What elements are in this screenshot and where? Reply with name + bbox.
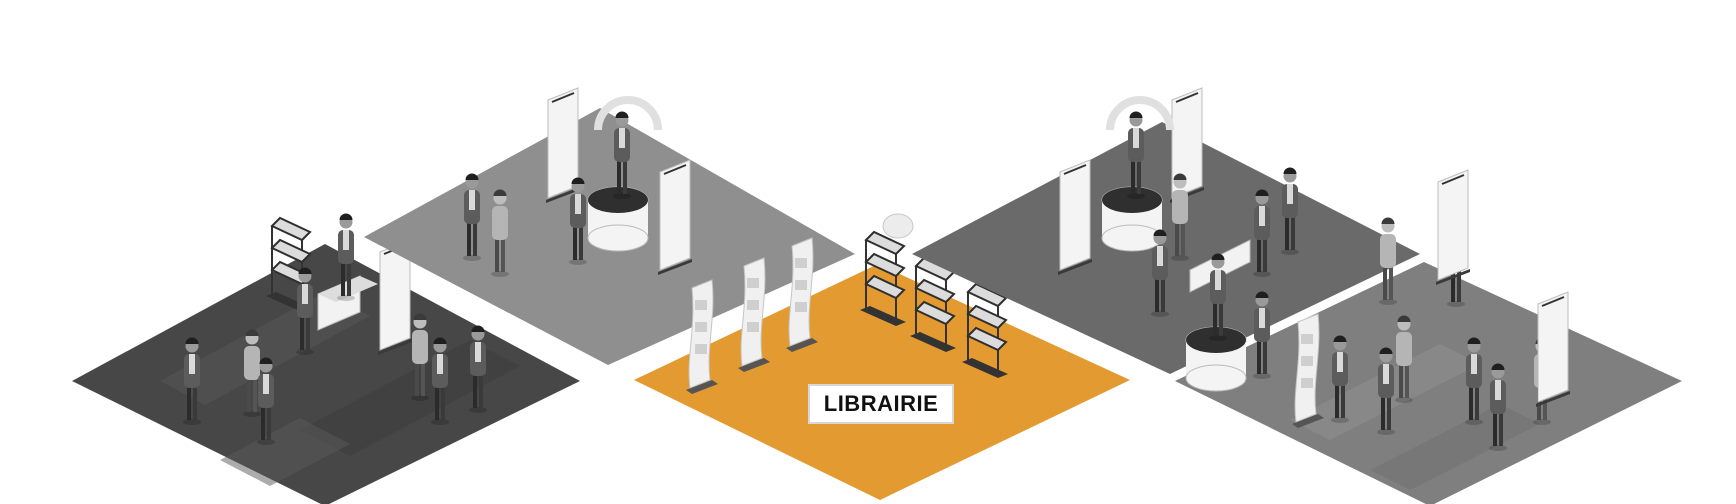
zone-top-left xyxy=(364,87,855,365)
zone-bottom-left xyxy=(72,213,580,504)
librairie-label[interactable]: LIBRAIRIE xyxy=(808,384,954,424)
zone-top-right xyxy=(912,87,1420,374)
zone-bottom-right xyxy=(1175,169,1682,504)
